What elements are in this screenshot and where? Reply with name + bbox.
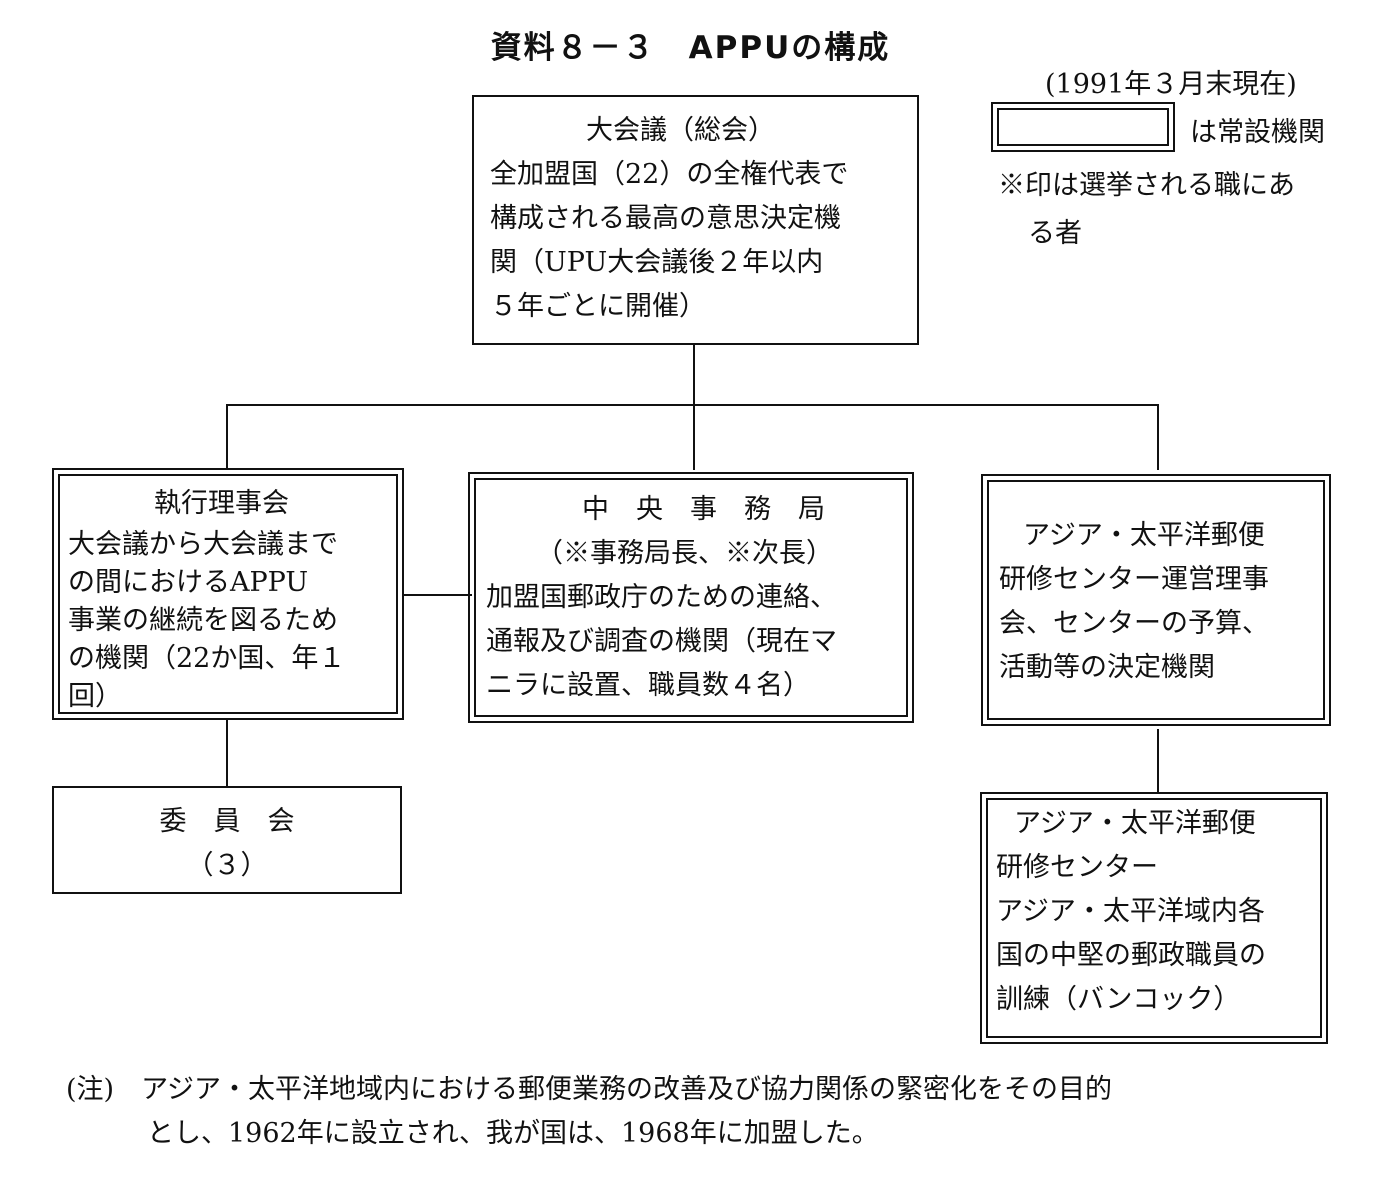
node-line: の間におけるAPPU (68, 567, 309, 598)
connector-executive-bureau (402, 594, 472, 596)
node-line: 執行理事会 (154, 488, 289, 519)
node-line: 回） (68, 681, 122, 712)
node-line: 構成される最高の意思決定機 (490, 203, 841, 234)
legend-standing-label: は常設機関 (1190, 117, 1325, 148)
node-line: 訓練（バンコック） (996, 984, 1241, 1015)
node-line: ５年ごとに開催） (490, 291, 706, 322)
node-line: 国の中堅の郵政職員の (996, 940, 1266, 971)
node-central-bureau: 中 央 事 務 局 （※事務局長、※次長） 加盟国郵政庁のための連絡、 通報及び… (468, 472, 914, 723)
footnote-line: とし、1962年に設立され、我が国は、1968年に加盟した。 (66, 1118, 879, 1149)
node-line: 通報及び調査の機関（現在マ (486, 626, 837, 657)
node-line: 研修センター運営理事 (999, 564, 1269, 595)
node-line: アジア・太平洋郵便 (1023, 520, 1265, 551)
node-line: 活動等の決定機関 (999, 652, 1215, 683)
node-line: アジア・太平洋郵便 (1014, 808, 1256, 839)
legend-note-line: ※印は選挙される職にあ (998, 170, 1295, 201)
node-line: 委 員 会 (159, 806, 295, 837)
connector-to-committees (226, 718, 228, 786)
connector-to-training-center (1157, 729, 1159, 792)
connector-to-training-board (1157, 404, 1159, 470)
node-line: 事業の継続を図るため (68, 605, 338, 636)
node-line: 加盟国郵政庁のための連絡、 (486, 582, 837, 613)
legend-elected-note: ※印は選挙される職にあ る者 (998, 162, 1295, 258)
node-line: ニラに設置、職員数４名） (486, 670, 810, 701)
legend-note-line: る者 (1028, 218, 1082, 249)
node-committees: 委 員 会 （３） (52, 786, 402, 894)
node-training-center: アジア・太平洋郵便 研修センター アジア・太平洋域内各 国の中堅の郵政職員の 訓… (980, 792, 1328, 1044)
legend-standing-swatch (991, 102, 1175, 152)
footnote: (注) アジア・太平洋地域内における郵便業務の改善及び協力関係の緊密化をその目的… (66, 1068, 1112, 1156)
node-line: 関（UPU大会議後２年以内 (490, 247, 824, 278)
connector-congress-down (693, 344, 695, 405)
node-general-congress: 大会議（総会） 全加盟国（22）の全権代表で 構成される最高の意思決定機 関（U… (472, 95, 919, 345)
node-line: 全加盟国（22）の全権代表で (490, 159, 849, 190)
connector-to-executive (226, 404, 228, 470)
node-line: 大会議から大会議まで (68, 529, 338, 560)
node-executive-council: 執行理事会 大会議から大会議まで の間におけるAPPU 事業の継続を図るため の… (52, 468, 404, 720)
connector-horizontal-bus (226, 404, 1159, 406)
node-training-center-board: アジア・太平洋郵便 研修センター運営理事 会、センターの予算、 活動等の決定機関 (981, 474, 1331, 726)
page-title: 資料８－３ APPUの構成 (490, 30, 891, 66)
node-line: 中 央 事 務 局 (582, 494, 825, 525)
footnote-line: (注) アジア・太平洋地域内における郵便業務の改善及び協力関係の緊密化をその目的 (66, 1074, 1112, 1105)
node-line: アジア・太平洋域内各 (996, 896, 1265, 927)
node-line: 研修センター (996, 852, 1158, 883)
node-line: 会、センターの予算、 (999, 608, 1269, 639)
legend-date: (1991年３月末現在) (1045, 69, 1297, 100)
node-line: 大会議（総会） (586, 115, 775, 146)
node-line: の機関（22か国、年１ (68, 643, 346, 674)
node-line: （※事務局長、※次長） (536, 538, 833, 569)
node-line: （３） (186, 850, 268, 881)
connector-to-bureau (693, 404, 695, 470)
